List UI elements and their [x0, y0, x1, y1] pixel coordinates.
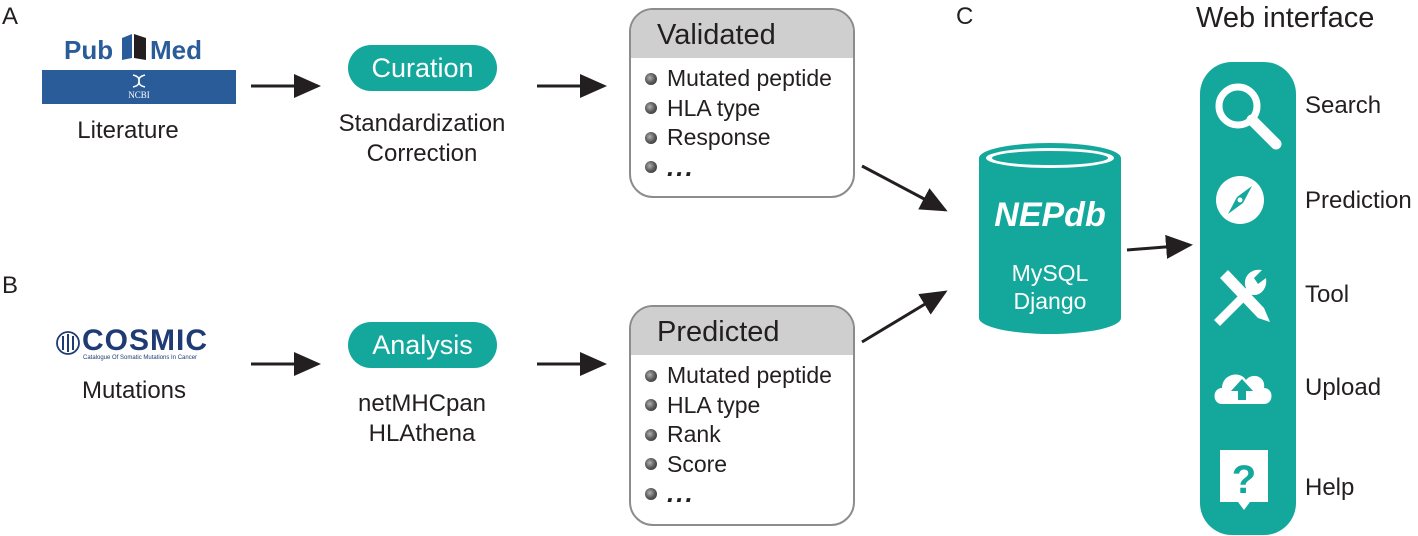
cosmic-tagline: Catalogue Of Somatic Mutations In Cancer — [83, 355, 198, 361]
panel-letter-c: C — [956, 3, 974, 30]
analysis-line-2: HLAthena — [368, 420, 476, 447]
ncbi-text: NCBI — [128, 90, 150, 100]
list-item: ... — [645, 478, 853, 509]
arrow-db-to-web — [1126, 234, 1193, 259]
analysis-line-1: netMHCpan — [357, 390, 487, 417]
pubmed-book-icon — [122, 34, 146, 60]
validated-box: Validated Mutated peptide HLA type Respo… — [629, 8, 855, 198]
curation-line-1: Standardization — [338, 110, 506, 137]
list-item: Response — [645, 123, 853, 153]
list-item: Mutated peptide — [645, 361, 853, 391]
bullet-icon — [645, 369, 657, 382]
list-item: Mutated peptide — [645, 64, 853, 94]
search-icon[interactable] — [1210, 78, 1286, 152]
curation-line-2: Correction — [366, 140, 478, 167]
web-item-upload-label[interactable]: Upload — [1305, 374, 1382, 401]
cosmic-logo: COSMIC Catalogue Of Somatic Mutations In… — [56, 324, 241, 364]
nepdb-stack: MySQL Django — [975, 259, 1125, 315]
pubmed-logo-text-left: Pub — [64, 35, 114, 65]
bullet-icon — [645, 458, 657, 471]
panel-letter-a: A — [2, 3, 19, 30]
list-item: Score — [645, 450, 853, 480]
nepdb-name: NEPdb — [994, 196, 1106, 234]
curation-pill: Curation — [348, 45, 497, 91]
helix-icon — [132, 74, 146, 88]
bullet-icon — [645, 487, 657, 500]
curation-description: Standardization Correction — [322, 109, 522, 169]
svg-text:?: ? — [1232, 458, 1256, 502]
nepdb-line-2: Django — [1013, 288, 1087, 314]
mutations-caption: Mutations — [81, 377, 187, 404]
arrow-predicted-to-db — [861, 290, 948, 344]
ncbi-banner: NCBI — [42, 70, 236, 104]
predicted-title: Predicted — [631, 307, 853, 355]
arrow-validated-to-db — [861, 164, 948, 212]
predicted-box: Predicted Mutated peptide HLA type Rank … — [629, 305, 855, 526]
predicted-list: Mutated peptide HLA type Rank Score ... — [631, 355, 853, 509]
pubmed-logo: Pub Med NCBI — [42, 30, 236, 104]
validated-title: Validated — [631, 10, 853, 58]
nepdb-database — [979, 143, 1121, 334]
pubmed-logo-text-right: Med — [150, 35, 202, 65]
web-item-tool-label[interactable]: Tool — [1305, 281, 1350, 308]
web-interface-title: Web interface — [1196, 2, 1375, 34]
web-item-prediction-label[interactable]: Prediction — [1305, 187, 1412, 214]
list-item: HLA type — [645, 94, 853, 124]
bullet-icon — [645, 131, 657, 144]
list-item: ... — [645, 152, 853, 183]
compass-icon[interactable] — [1212, 172, 1268, 228]
list-item: HLA type — [645, 391, 853, 421]
web-item-help-label[interactable]: Help — [1305, 474, 1355, 501]
bullet-icon — [645, 399, 657, 412]
literature-caption: Literature — [77, 117, 179, 144]
analysis-pill: Analysis — [348, 322, 497, 368]
help-icon[interactable]: ? — [1216, 448, 1272, 514]
bullet-icon — [645, 161, 657, 174]
validated-list: Mutated peptide HLA type Response ... — [631, 58, 853, 182]
bullet-icon — [645, 72, 657, 85]
nepdb-line-1: MySQL — [1011, 260, 1089, 286]
web-item-search-label[interactable]: Search — [1305, 92, 1382, 119]
bullet-icon — [645, 428, 657, 441]
cloud-upload-icon[interactable] — [1210, 362, 1274, 410]
analysis-description: netMHCpan HLAthena — [322, 389, 522, 449]
cosmic-logo-text: COSMIC — [82, 324, 208, 357]
cosmic-emblem-icon — [56, 331, 80, 355]
bullet-icon — [645, 102, 657, 115]
panel-letter-b: B — [2, 272, 19, 299]
list-item: Rank — [645, 420, 853, 450]
tools-icon[interactable] — [1210, 264, 1276, 330]
